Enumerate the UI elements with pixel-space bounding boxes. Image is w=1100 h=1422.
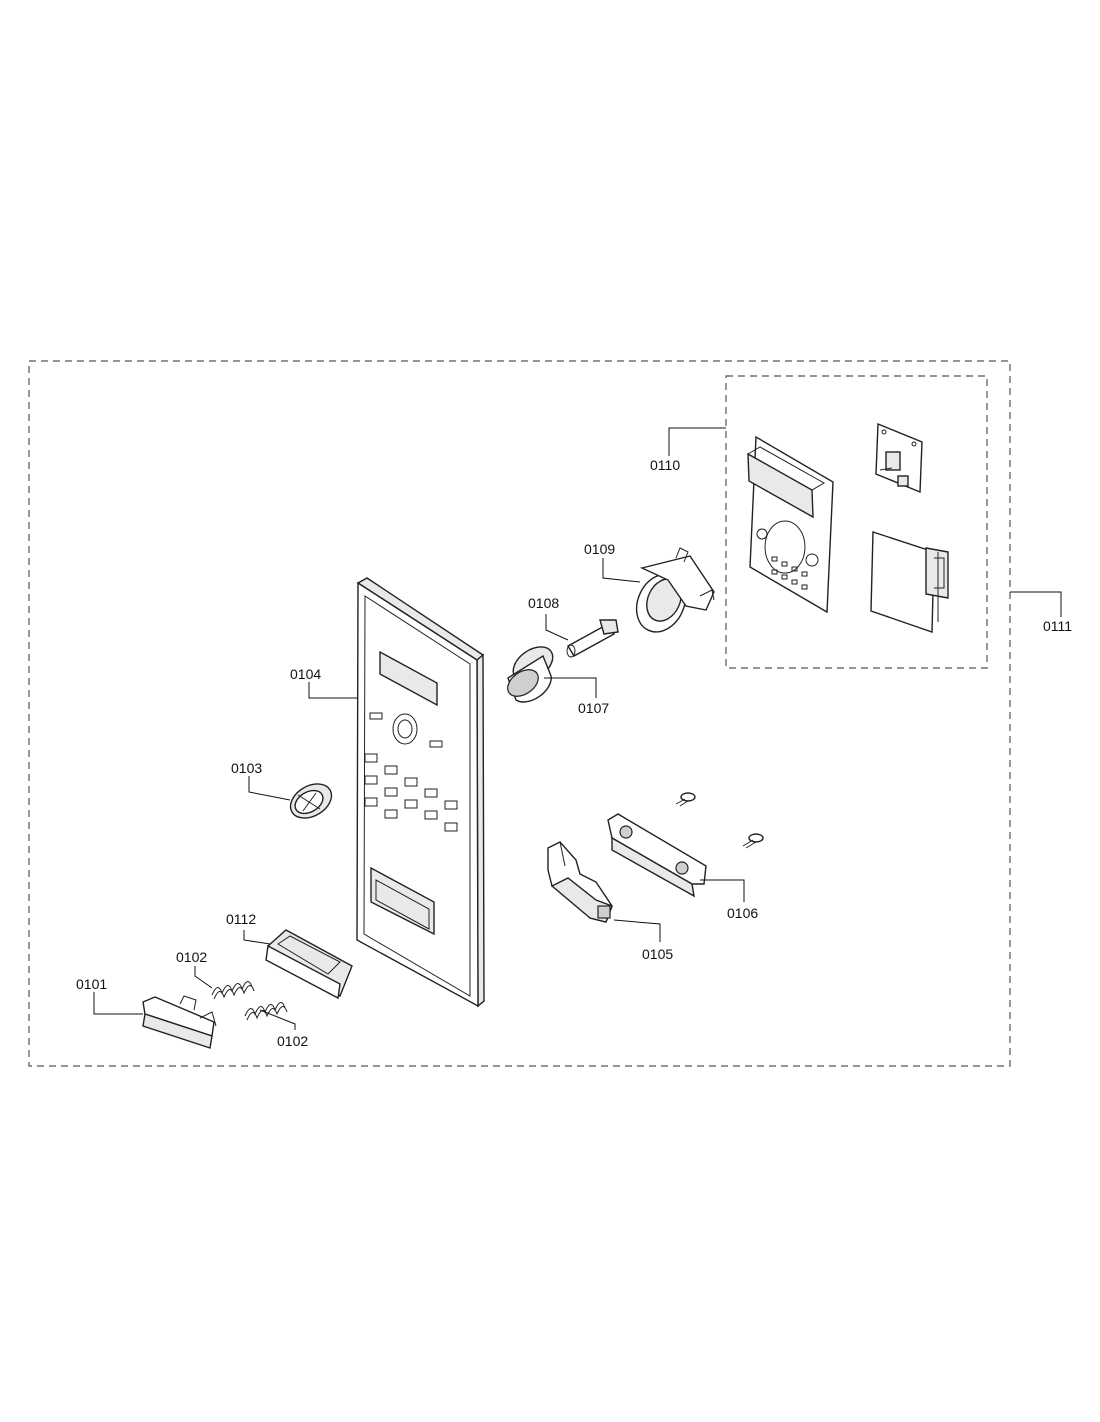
part-0112-button-frame (265, 929, 353, 1000)
screw-2 (742, 833, 764, 849)
part-0102-spring-lower (244, 1002, 288, 1021)
assembly-boundary (28, 360, 1011, 1067)
callout-0105: 0105 (642, 946, 673, 962)
callout-0112: 0112 (226, 911, 256, 927)
callout-0111: 0111 (1043, 618, 1072, 634)
callout-0104: 0104 (290, 666, 321, 682)
callout-0110: 0110 (650, 457, 680, 473)
leader-lines (93, 427, 1062, 1030)
power-board (870, 531, 949, 633)
part-0102-spring-upper (211, 981, 255, 1000)
screw-1 (675, 792, 696, 807)
part-0110-main-pcb (746, 435, 834, 614)
part-0108-shaft (566, 619, 619, 658)
panel-button-grid (364, 753, 458, 832)
callout-0106: 0106 (727, 905, 758, 921)
callout-0107: 0107 (578, 700, 609, 716)
part-0109-encoder-holder (635, 547, 715, 633)
electronics-subassembly-boundary (725, 375, 988, 669)
callout-0101: 0101 (76, 976, 107, 992)
callout-0103: 0103 (231, 760, 262, 776)
part-0101-release-button (142, 995, 217, 1049)
callout-0102-lower: 0102 (277, 1033, 308, 1049)
callout-0102-upper: 0102 (176, 949, 207, 965)
part-0103-ring (289, 783, 333, 819)
part-0104-control-panel (356, 577, 485, 1008)
callout-0109: 0109 (584, 541, 615, 557)
part-0107-knob (507, 646, 554, 703)
callout-0108: 0108 (528, 595, 559, 611)
encoder-board (875, 422, 923, 494)
part-0105-lever (547, 841, 613, 923)
part-0106-latch-bar (607, 813, 707, 898)
